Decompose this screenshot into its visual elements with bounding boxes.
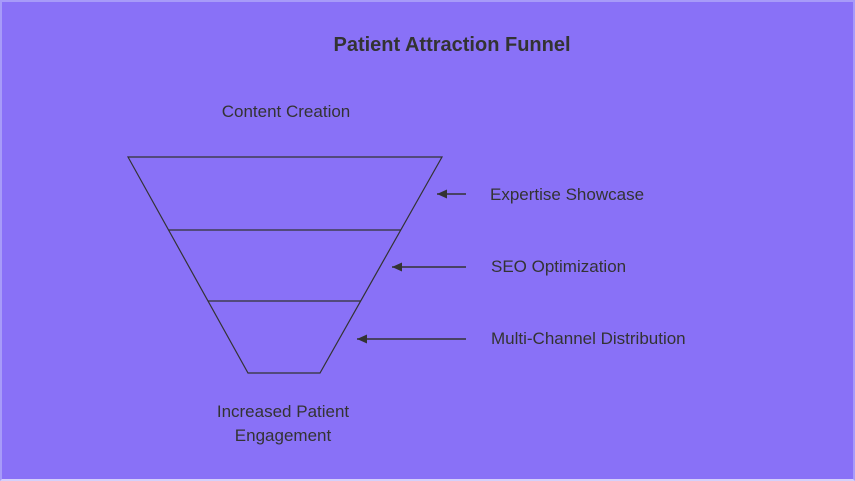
funnel-shape xyxy=(126,156,444,374)
stage-label-seo-optimization: SEO Optimization xyxy=(491,257,627,276)
funnel-bottom-label: Increased Patient Engagement xyxy=(216,402,350,445)
stage-label-multi-channel-distribution: Multi-Channel Distribution xyxy=(491,329,686,348)
funnel-top-label: Content Creation xyxy=(221,102,351,121)
stage-label-expertise-showcase: Expertise Showcase xyxy=(490,185,645,204)
diagram-title: Patient Attraction Funnel xyxy=(333,34,571,56)
